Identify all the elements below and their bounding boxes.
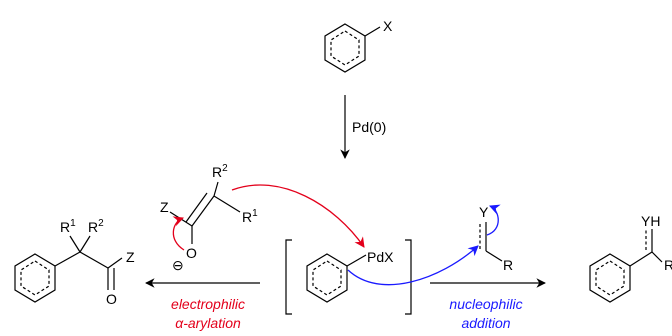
left-pathway-label-2: α-arylation [175, 315, 241, 331]
addition-product: YH R [589, 213, 672, 303]
enolate-r2-label: R2 [212, 163, 228, 180]
product-z-label: Z [126, 249, 135, 265]
enolate-electron-arrow [172, 216, 185, 251]
negative-charge-icon: ⊖ [172, 257, 184, 273]
product-yh-label: YH [641, 213, 660, 229]
red-transfer-arrow [231, 184, 365, 248]
product-r2-label: R2 [88, 218, 104, 235]
alkene-acceptor: Y R [479, 204, 513, 273]
left-pathway-label-1: electrophilic [171, 296, 245, 312]
aryl-palladium-intermediate: PdX [285, 239, 412, 315]
substituent-x-label: X [383, 18, 393, 34]
product-r1-label: R1 [60, 218, 76, 235]
left-bracket [285, 239, 292, 315]
enolate-o-label: O [186, 245, 197, 261]
product-o-label: O [106, 291, 117, 307]
catalyst-label: Pd(0) [352, 119, 386, 135]
alkene-y-label: Y [479, 204, 489, 220]
enolate: Z R2 R1 O ⊖ [160, 163, 258, 273]
alpha-aryl-product: R1 R2 Z O [14, 218, 135, 307]
right-pathway-label-1: nucleophilic [449, 296, 522, 312]
blue-transfer-arrow [347, 245, 479, 286]
enolate-r1-label: R1 [242, 208, 258, 225]
aryl-halide: X [324, 18, 393, 73]
enolate-z-label: Z [160, 199, 169, 215]
right-pathway-label-2: addition [461, 315, 510, 331]
right-bracket [405, 239, 412, 315]
alkene-r-label: R [503, 257, 513, 273]
alkene-electron-arrow [486, 204, 501, 236]
pdx-label: PdX [367, 249, 394, 265]
product-r-label: R [664, 257, 672, 273]
